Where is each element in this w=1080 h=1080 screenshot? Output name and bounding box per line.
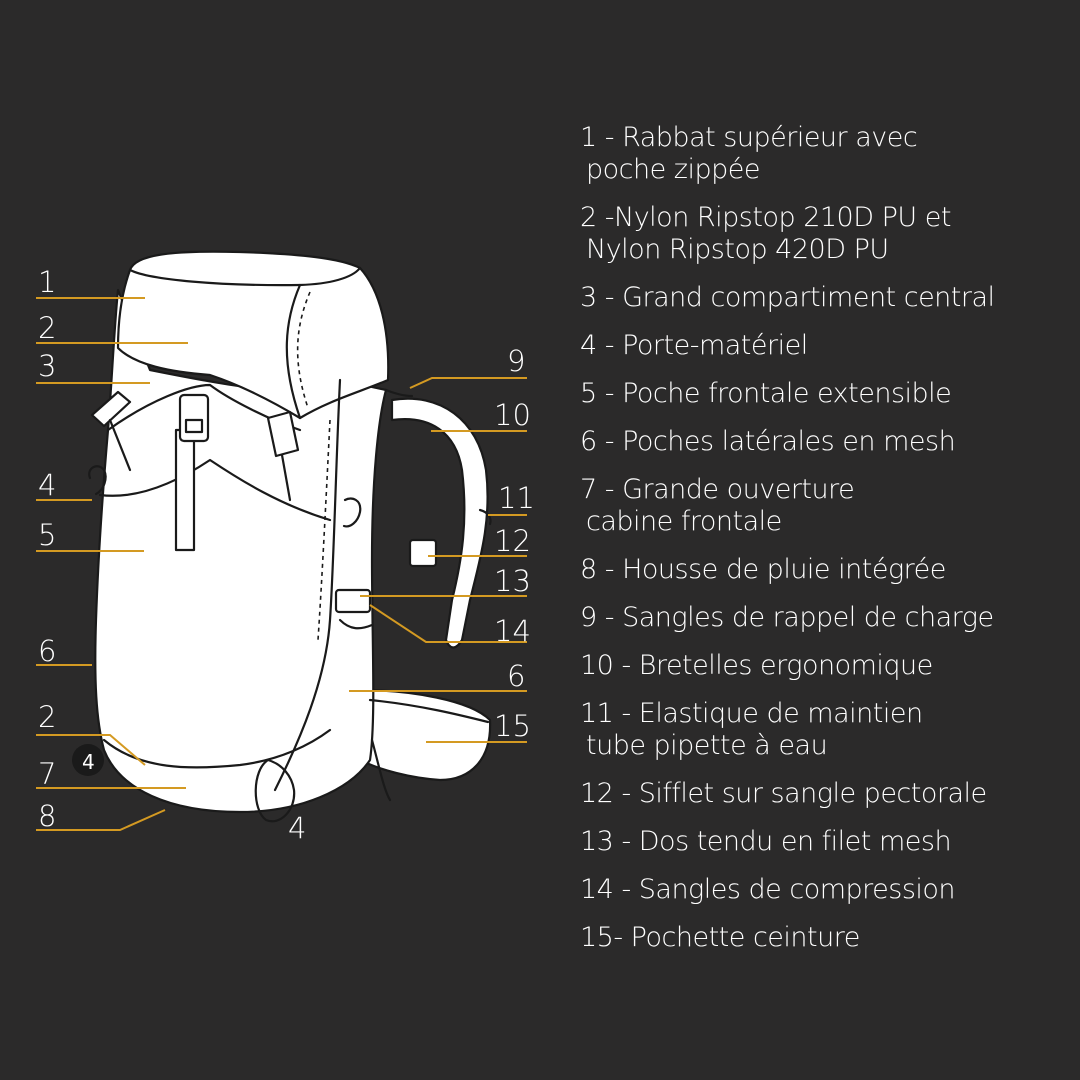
left-strap [108,418,132,472]
legend-item: 15- Pochette ceinture [580,922,1060,954]
shoulder-strap [390,397,489,649]
callout-numbers: 1 2 3 4 5 6 2 7 8 9 10 11 12 13 14 6 15 … [38,265,535,845]
leader-right-14 [369,604,527,643]
side-gear-loop [342,497,362,528]
legend-item: 13 - Dos tendu en filet mesh [580,826,1060,858]
legend-item: 4 - Porte-matériel [580,330,1060,362]
buckle-mark-label: 4 [82,750,95,774]
callout-left-3: 3 [38,349,56,383]
lid-seam [128,266,362,287]
legend-item-label: 10 - Bretelles ergonomique [580,650,933,681]
legend-item-label: 5 - Poche frontale extensible [580,378,952,409]
legend-item-label: 15- Pochette ceinture [580,922,860,953]
legend-item-label: 8 - Housse de pluie intégrée [580,554,946,585]
zip-line [273,378,342,792]
callout-right-11: 11 [498,481,535,515]
callout-right-9: 9 [507,344,525,378]
legend-item-label-continued: poche zippée [586,154,760,185]
hip-belt-edge [368,698,490,724]
callout-right-14: 14 [494,614,531,648]
callout-left-8: 8 [38,799,56,833]
legend-item: 6 - Poches latérales en mesh [580,426,1060,458]
legend-item-label: 7 - Grande ouverture [580,474,855,505]
gear-loop-left [88,465,107,496]
bottom-gear-loop [254,758,296,823]
callout-left-2b: 2 [38,700,56,734]
front-buckle-slot [184,418,204,434]
legend-item: 14 - Sangles de compression [580,874,1060,906]
leader-left-2b [36,734,146,766]
callout-left-2: 2 [38,311,56,345]
callout-right-15: 15 [494,709,531,743]
callout-left-1: 1 [38,265,56,299]
side-pocket-edge [338,618,374,630]
hip-belt-back [358,688,492,782]
left-buckle [90,390,132,428]
legend-item-label: 2 -Nylon Ripstop 210D PU et [580,202,951,233]
legend-item: 12 - Sifflet sur sangle pectorale [580,778,1060,810]
legend-item: 3 - Grand compartiment central [580,282,1060,314]
legend-item-label: 1 - Rabbat supérieur avec [580,122,918,153]
legend-item-label: 6 - Poches latérales en mesh [580,426,956,457]
leader-right-9 [409,377,527,389]
callout-right-13: 13 [494,564,531,598]
buckle-mark-circle [72,744,104,776]
legend-item: 10 - Bretelles ergonomique [580,650,1060,682]
front-strap [174,428,196,552]
sternum-buckle [408,538,438,568]
legend-item: 5 - Poche frontale extensible [580,378,1060,410]
front-pocket-top [98,458,332,522]
leader-left-8 [36,809,166,831]
right-strap [280,453,292,502]
lid-front-edge [285,283,302,420]
right-buckle [266,410,300,458]
front-buckle [178,393,210,443]
side-compression-buckle [334,588,372,614]
hip-belt-strap [370,738,392,802]
load-lifter-strap [384,388,414,398]
legend-item: 9 - Sangles de rappel de charge [580,602,1060,634]
lid-stitch [296,291,311,409]
legend-item-label: 9 - Sangles de rappel de charge [580,602,994,633]
callout-left-6: 6 [38,634,56,668]
legend-item-label: 11 - Elastique de maintien [580,698,923,729]
callout-left-5: 5 [38,518,56,552]
legend-item-label: 4 - Porte-matériel [580,330,808,361]
top-lid [116,250,390,420]
callout-left-4: 4 [38,468,56,502]
legend-item-label-continued: Nylon Ripstop 420D PU [586,234,889,265]
legend-item-label-continued: tube pipette à eau [586,730,828,761]
callout-right-10: 10 [494,398,531,432]
callout-right-6: 6 [507,659,525,693]
backpack-illustration: 4 [72,250,492,823]
callout-left-7: 7 [38,757,56,791]
legend-item-label-continued: cabine frontale [586,506,782,537]
callout-bottom-4: 4 [288,811,306,845]
legend-item-label: 14 - Sangles de compression [580,874,956,905]
legend-item: 8 - Housse de pluie intégrée [580,554,1060,586]
leader-lines [36,297,527,831]
legend-item-label: 13 - Dos tendu en filet mesh [580,826,952,857]
legend-item-label: 12 - Sifflet sur sangle pectorale [580,778,987,809]
legend-item-label: 3 - Grand compartiment central [580,282,995,313]
callout-right-12: 12 [494,524,531,558]
pack-body [94,288,388,814]
